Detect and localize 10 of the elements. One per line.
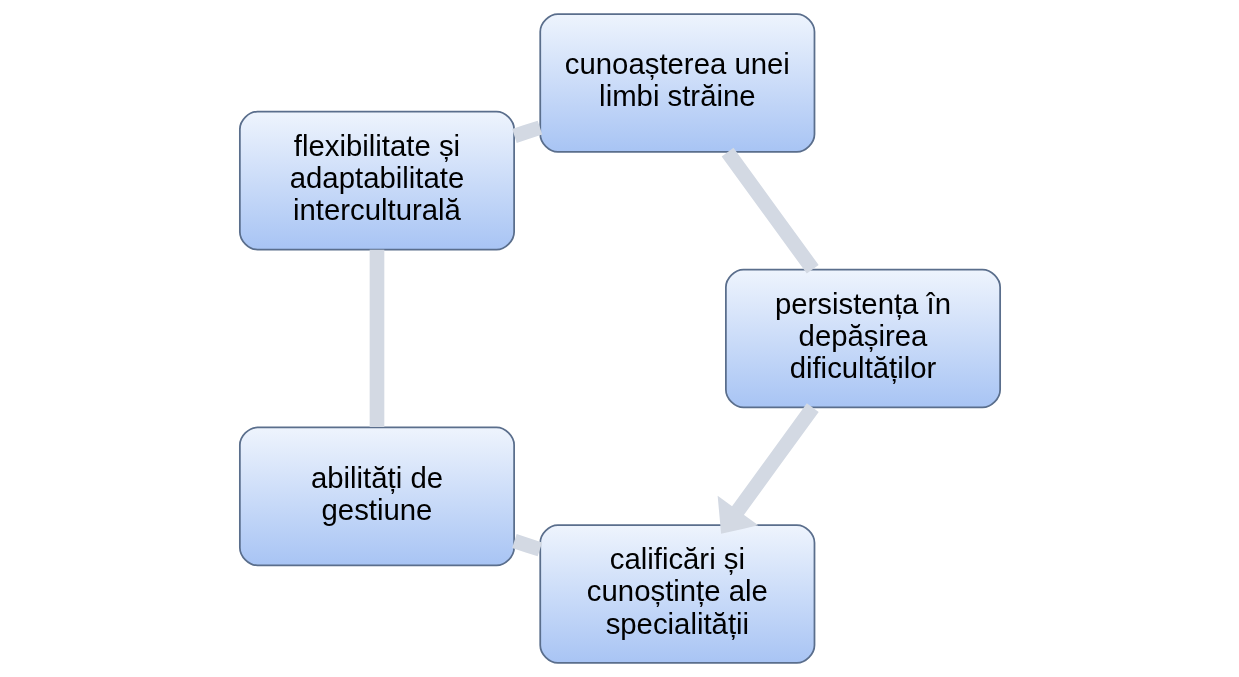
node-box: persistența în depășirea dificultăților: [724, 268, 1001, 409]
connector: [721, 147, 819, 274]
node-box: calificări și cunoștințe ale specialității: [538, 524, 815, 664]
node-box: cunoașterea unei limbi străine: [538, 13, 815, 153]
connector: [369, 249, 384, 428]
node-box: flexibilitate și adaptabilitate interculturală: [238, 110, 515, 251]
connector: [511, 120, 542, 143]
node-box: abilități de gestiune: [238, 426, 515, 567]
arrow: [717, 403, 819, 534]
connector: [511, 534, 542, 557]
